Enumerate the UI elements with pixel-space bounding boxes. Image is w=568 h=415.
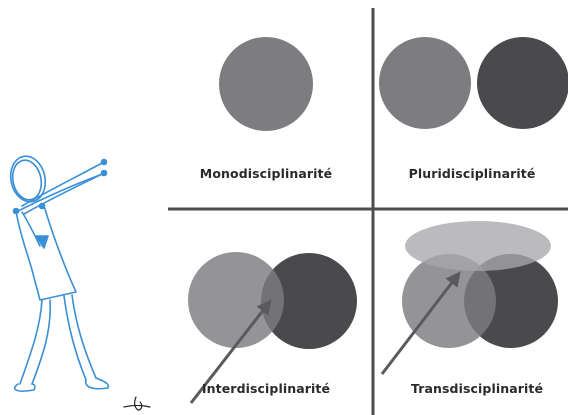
stick-figure-pointing-icon	[9, 155, 110, 392]
pluri-label: Pluridisciplinarité	[408, 166, 536, 181]
pluri-circle-light	[379, 37, 471, 129]
inter-label: Interdisciplinarité	[201, 381, 331, 396]
trans-label: Transdisciplinarité	[410, 381, 544, 396]
inter-circle-light	[188, 252, 284, 348]
trans-ellipse	[405, 221, 551, 271]
signature-mark	[123, 396, 151, 411]
trans-arrow	[380, 271, 461, 375]
mono-circle	[219, 37, 313, 131]
trans-circle-light	[402, 254, 496, 348]
mono-label: Monodisciplinarité	[199, 166, 333, 181]
pluri-circle-dark	[477, 37, 568, 129]
inter-circle-dark	[261, 253, 357, 349]
inter-arrow	[189, 299, 272, 404]
